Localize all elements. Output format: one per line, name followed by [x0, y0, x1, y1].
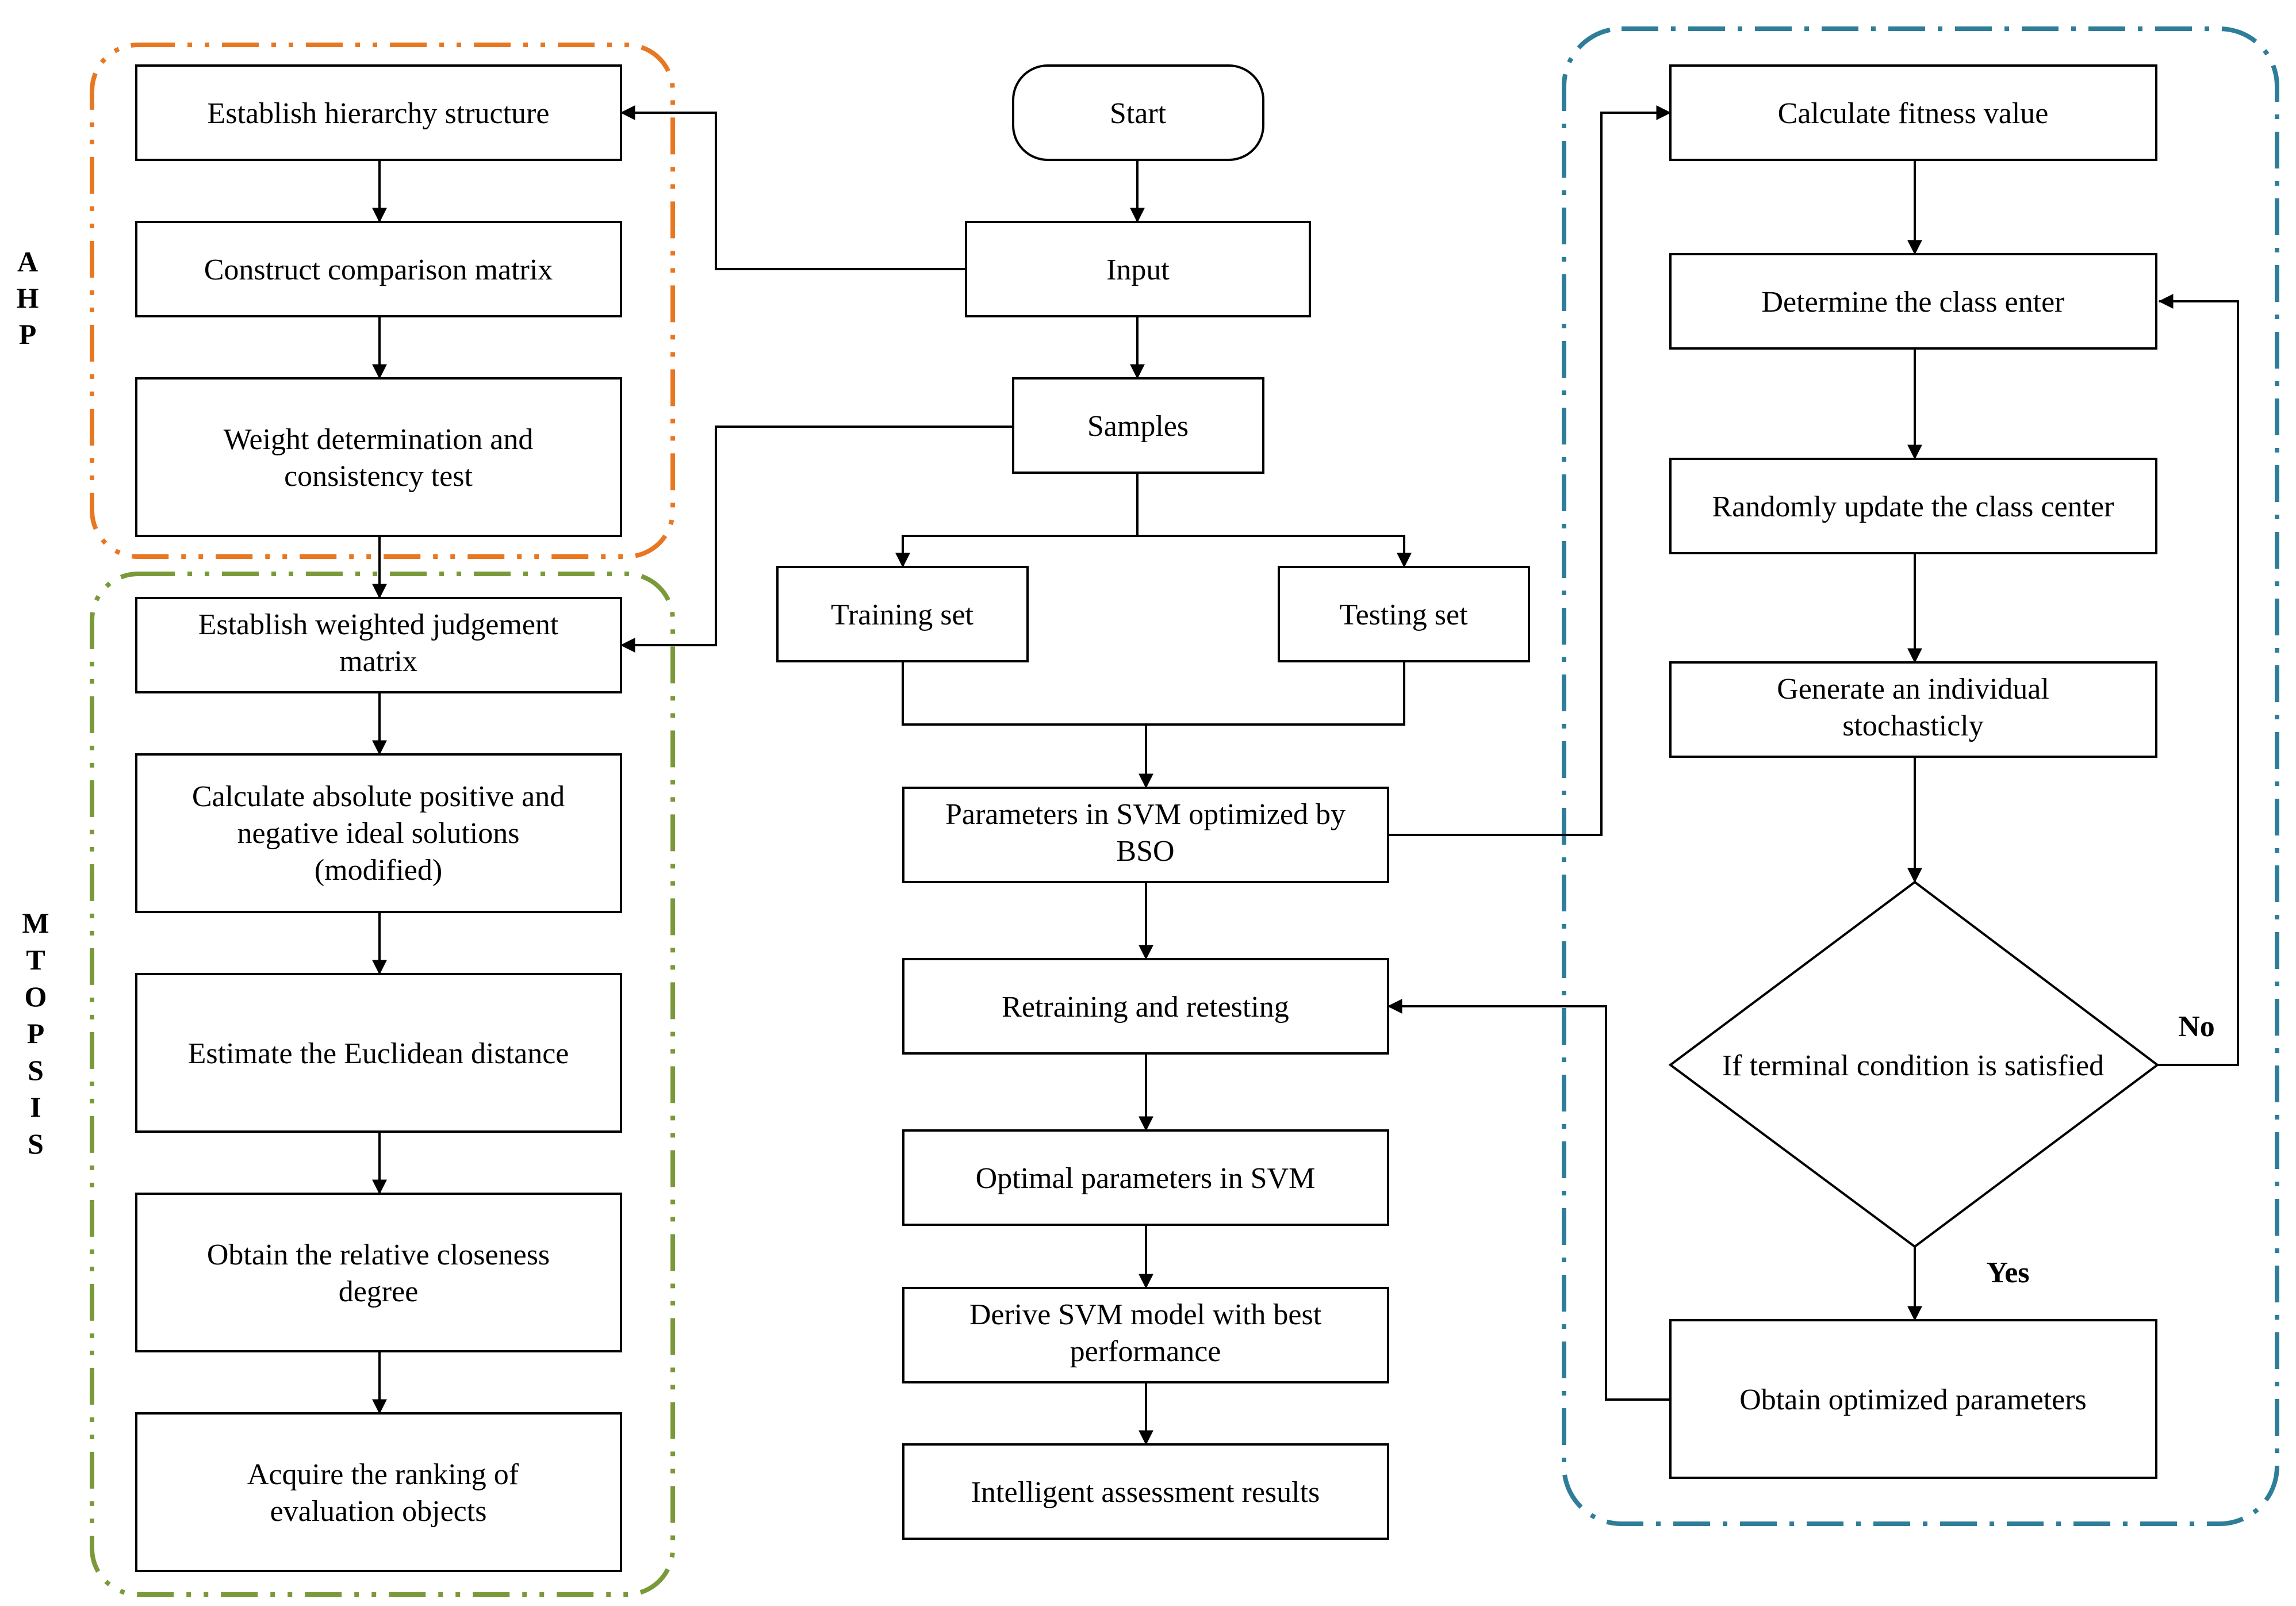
svg-text:Obtain the relative closeness: Obtain the relative closeness [207, 1239, 550, 1271]
update-center-box: Randomly update the class center [1669, 458, 2157, 554]
derive-model-box: Derive SVM model with best performance [902, 1287, 1389, 1383]
closeness-box: Obtain the relative closeness degree [135, 1193, 622, 1352]
svg-text:degree: degree [339, 1275, 419, 1308]
arrow-decision-no-loop [2157, 294, 2239, 1066]
svg-text:S: S [28, 1054, 44, 1086]
svg-text:matrix: matrix [339, 645, 417, 678]
svg-text:O: O [25, 980, 47, 1013]
euclidean-box: Estimate the Euclidean distance [135, 973, 622, 1133]
svg-text:Randomly update the class cent: Randomly update the class center [1712, 490, 2114, 523]
svg-text:Generate an individual: Generate an individual [1777, 673, 2049, 706]
arrow-samples-testing [1137, 535, 1412, 568]
svg-text:Testing set: Testing set [1339, 599, 1468, 631]
individual-box: Generate an individual stochasticly [1669, 661, 2157, 758]
input-box: Input [965, 221, 1311, 317]
ahp-side-label: A H P [17, 246, 39, 350]
mtopsis-group-frame [90, 572, 675, 1597]
comparison-box: Construct comparison matrix [135, 221, 622, 317]
svg-text:Parameters in SVM optimized by: Parameters in SVM optimized by [945, 798, 1346, 831]
svg-text:Calculate absolute positive an: Calculate absolute positive and [192, 780, 565, 813]
svg-text:Obtain optimized parameters: Obtain optimized parameters [1739, 1383, 2087, 1416]
svg-text:P: P [19, 318, 37, 350]
bso-group-frame [1562, 26, 2279, 1526]
results-box: Intelligent assessment results [902, 1443, 1389, 1540]
svg-text:Establish hierarchy structure: Establish hierarchy structure [208, 97, 550, 130]
svg-text:I: I [30, 1091, 41, 1123]
svg-text:S: S [28, 1128, 44, 1160]
svg-text:Estimate the Euclidean distanc: Estimate the Euclidean distance [188, 1037, 569, 1070]
retrain-box: Retraining and retesting [902, 958, 1389, 1055]
svg-text:Intelligent assessment results: Intelligent assessment results [971, 1476, 1320, 1509]
svg-text:evaluation objects: evaluation objects [270, 1495, 487, 1528]
svg-text:(modified): (modified) [315, 854, 442, 887]
svg-text:Acquire the ranking of: Acquire the ranking of [247, 1458, 519, 1491]
start-terminal: Start [1012, 64, 1264, 161]
svg-text:Weight determination and: Weight determination and [224, 423, 534, 456]
hierarchy-box: Establish hierarchy structure [135, 64, 622, 161]
testing-set-box: Testing set [1278, 566, 1530, 662]
arrow-input-hierarchy [620, 105, 966, 270]
class-enter-box: Determine the class enter [1669, 253, 2157, 350]
optimal-params-box: Optimal parameters in SVM [902, 1129, 1389, 1226]
svg-text:Construct comparison matrix: Construct comparison matrix [204, 254, 553, 286]
svg-text:Calculate fitness value: Calculate fitness value [1778, 97, 2049, 130]
ranking-box: Acquire the ranking of evaluation object… [135, 1412, 622, 1572]
svg-text:H: H [17, 282, 39, 314]
svg-text:Derive SVM model with best: Derive SVM model with best [969, 1298, 1322, 1331]
svg-text:Determine the class enter: Determine the class enter [1762, 286, 2065, 319]
samples-box: Samples [1012, 377, 1264, 474]
ahp-group-frame [90, 43, 675, 559]
fitness-box: Calculate fitness value [1669, 64, 2157, 161]
params-bso-box: Parameters in SVM optimized by BSO [902, 787, 1389, 883]
no-label: No [2178, 1010, 2215, 1043]
svg-text:Optimal parameters in SVM: Optimal parameters in SVM [976, 1162, 1316, 1195]
arrow-optimized-retrain [1387, 999, 1670, 1401]
svg-text:T: T [26, 944, 45, 976]
training-set-box: Training set [776, 566, 1029, 662]
svg-text:Input: Input [1106, 254, 1170, 286]
line-training-merge [902, 661, 1405, 726]
terminal-condition-diamond: If terminal condition is satisfied [1668, 880, 2160, 1248]
svg-text:performance: performance [1070, 1335, 1221, 1368]
svg-text:BSO: BSO [1116, 835, 1174, 868]
svg-text:consistency test: consistency test [284, 460, 473, 493]
svg-text:A: A [17, 246, 38, 278]
ideal-solutions-box: Calculate absolute positive and negative… [135, 753, 622, 913]
arrow-samples-weighted [620, 426, 1013, 653]
weighted-matrix-box: Establish weighted judgement matrix [135, 597, 622, 693]
connectors [372, 105, 2239, 1446]
svg-text:Start: Start [1110, 97, 1167, 130]
svg-text:Retraining and retesting: Retraining and retesting [1002, 991, 1289, 1024]
svg-text:negative ideal solutions: negative ideal solutions [237, 817, 519, 850]
svg-text:Samples: Samples [1087, 410, 1189, 443]
weight-box: Weight determination and consistency tes… [135, 377, 622, 537]
svg-text:M: M [22, 907, 49, 939]
arrow-samples-training [895, 473, 1139, 568]
svg-text:stochasticly: stochasticly [1842, 710, 1984, 742]
svg-text:Training set: Training set [831, 599, 974, 631]
optimized-params-box: Obtain optimized parameters [1669, 1319, 2157, 1479]
yes-label: Yes [1986, 1256, 2029, 1289]
svg-text:Establish weighted judgement: Establish weighted judgement [198, 608, 559, 641]
arrow-params-fitness [1388, 105, 1672, 836]
svg-text:P: P [27, 1017, 45, 1049]
svg-text:If terminal condition is satis: If terminal condition is satisfied [1722, 1049, 2104, 1082]
mtopsis-side-label: M T O P S I S [22, 907, 49, 1160]
